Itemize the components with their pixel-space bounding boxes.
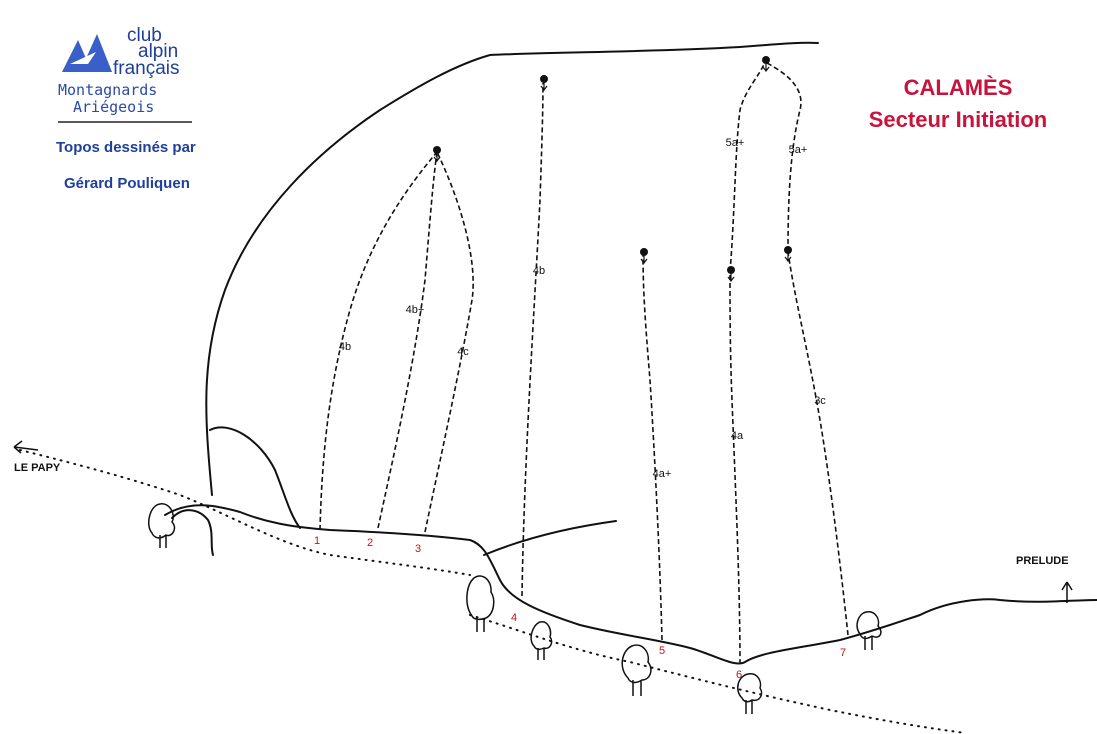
route-grade: 5a+ — [789, 144, 808, 156]
route-grade: 4a — [731, 430, 744, 442]
logo-line1: club — [127, 25, 162, 46]
grade-labels: 4b 4b+ 4c 4b 4a+ 4a 5a+ 3c 5a+ — [339, 137, 826, 480]
rock-top-outline — [205, 41, 819, 496]
belay-anchor-icon — [433, 146, 441, 162]
logo-sub1: Montagnards — [58, 81, 157, 99]
belay-anchors — [433, 56, 792, 282]
belay-anchor-icon — [540, 75, 548, 91]
rock-base-left — [164, 504, 1097, 665]
approach-path-right — [469, 614, 966, 734]
arrow-le-papy-icon — [13, 440, 39, 454]
route-grade: 5a+ — [726, 137, 745, 149]
tree-icon — [737, 673, 763, 714]
route-grade: 4c — [457, 346, 469, 358]
tree-icon — [530, 621, 553, 660]
tree-icon — [148, 503, 176, 548]
credit-line2: Gérard Pouliquen — [64, 175, 190, 192]
route-grade: 4b — [339, 341, 351, 353]
route-3-line — [424, 151, 474, 533]
tree-icon — [621, 644, 652, 696]
route-numbers: 1 2 3 4 5 6 7 — [314, 535, 846, 681]
route-7a-line — [787, 251, 849, 636]
route-number: 6 — [736, 669, 742, 681]
route-number: 2 — [367, 537, 373, 549]
route-2-line — [377, 151, 438, 529]
logo-triangle-right-icon — [80, 34, 112, 72]
belay-anchor-icon — [640, 248, 648, 264]
crag-title: CALAMÈS — [904, 75, 1013, 100]
route-number: 1 — [314, 535, 320, 547]
logo-sub2: Ariégeois — [73, 98, 154, 116]
rock-ledge — [483, 520, 617, 556]
route-1-line — [319, 151, 438, 531]
route-number: 5 — [659, 645, 665, 657]
credit-line1: Topos dessinés par — [56, 139, 196, 156]
route-number: 3 — [415, 543, 421, 555]
route-number: 4 — [511, 612, 517, 624]
route-5-line — [642, 252, 663, 641]
tree-icon — [466, 575, 495, 632]
route-number: 7 — [840, 647, 846, 659]
belay-anchor-icon — [727, 266, 735, 282]
route-6a-line — [729, 271, 741, 665]
route-lines — [319, 61, 849, 665]
route-6b-line — [729, 61, 766, 273]
approach-path-left — [19, 449, 471, 576]
place-le-papy: LE PAPY — [14, 462, 61, 474]
logo-line3: français — [113, 58, 180, 79]
route-grade: 4b — [533, 265, 545, 277]
place-prelude: PRELUDE — [1016, 555, 1069, 567]
arrow-prelude-icon — [1061, 581, 1073, 603]
rock-left-bulge — [209, 426, 301, 529]
belay-anchor-icon — [784, 246, 792, 262]
route-grade: 4b+ — [406, 304, 425, 316]
sector-title: Secteur Initiation — [869, 107, 1047, 132]
club-alpin-logo: club alpin français Montagnards Ariégeoi… — [56, 25, 196, 192]
rock-left-step — [171, 509, 214, 556]
belay-anchor-icon — [762, 56, 770, 72]
tree-icon — [856, 611, 882, 650]
route-grade: 4a+ — [653, 468, 672, 480]
route-4-line — [521, 82, 544, 597]
logo-line2: alpin — [138, 41, 178, 62]
route-7b-line — [764, 61, 802, 253]
route-grade: 3c — [814, 395, 826, 407]
